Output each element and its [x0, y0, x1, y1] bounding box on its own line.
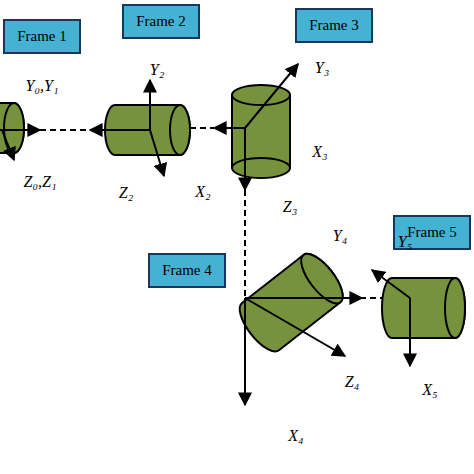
axis-label: X₅	[422, 381, 437, 399]
frame-box: Frame 4	[148, 253, 226, 288]
frame-box: Frame 3	[295, 8, 373, 43]
axis-label: Z₂	[119, 184, 133, 202]
joint-cylinder	[0, 103, 24, 153]
axis-label: Y₅	[398, 233, 412, 251]
frame-title: Frame 5	[407, 224, 457, 241]
axis-label: Z₄	[345, 373, 359, 391]
axis-label: Y₄	[333, 227, 347, 245]
frame-title: Frame 2	[136, 13, 186, 30]
frame-box: Frame 1	[3, 19, 81, 54]
axis-label: Z₀,Z₁	[24, 173, 57, 191]
axis-label: X₂	[195, 183, 210, 201]
joint-cylinder	[233, 248, 350, 358]
axis-label: Y₀,Y₁	[26, 77, 59, 95]
frame-box: Frame 2	[122, 4, 200, 39]
frame-title: Frame 1	[17, 28, 67, 45]
frame-title: Frame 4	[162, 262, 212, 279]
frame-title: Frame 3	[309, 17, 359, 34]
axis-label: X₄	[288, 427, 303, 445]
axis-label: Y₂	[150, 61, 164, 79]
axis-label: Y₃	[315, 59, 329, 77]
axis-arrow	[0, 64, 410, 405]
axis-label: X₃	[312, 143, 327, 161]
joint-cylinder	[232, 85, 290, 178]
dashed-link	[40, 128, 392, 298]
axis-label: Z₃	[283, 198, 297, 216]
